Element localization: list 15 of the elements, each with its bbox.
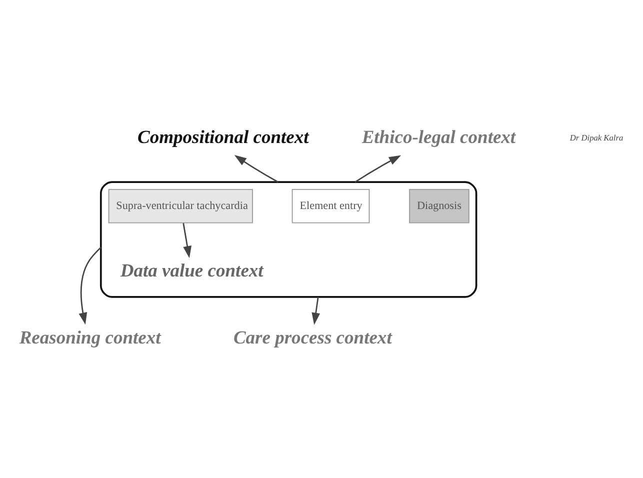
cluster [100,180,478,298]
arrow [312,296,320,324]
node-text: Reasoning context [19,326,161,348]
node-box: Element entry [292,188,370,223]
arrow [234,154,278,182]
arrow [354,154,402,182]
label: Dr Dipak Kalra [570,133,624,142]
node-text: Ethico-legal context [362,126,516,148]
node-text: Data value context [120,260,264,282]
arrow [182,222,192,258]
arrow [78,246,102,324]
node-text: Care process context [233,326,392,348]
node-box: Supra-ventricular tachycardia [108,188,253,223]
node-text: Compositional context [138,126,309,148]
node-box: Diagnosis [409,188,470,223]
